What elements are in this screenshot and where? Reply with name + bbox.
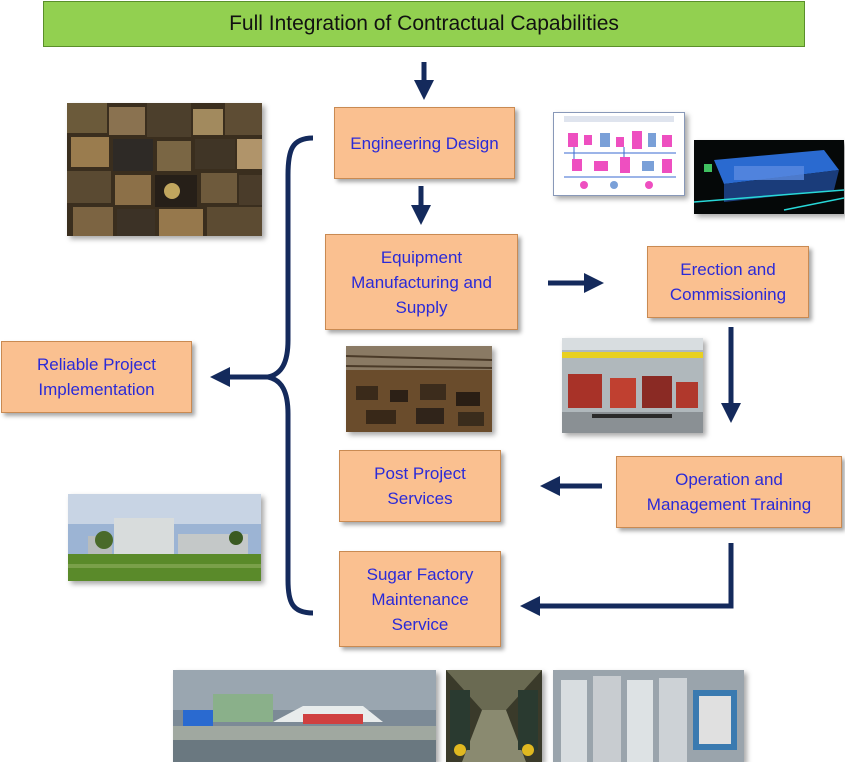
factory-corridor-photo [446, 670, 542, 762]
process-flow-schematic [553, 112, 685, 196]
engineering-design-box: Engineering Design [334, 107, 515, 179]
maintenance-service-box: Sugar Factory Maintenance Service [339, 551, 501, 647]
equipment-manufacturing-box: Equipment Manufacturing and Supply [325, 234, 518, 330]
arrow-operation-to-maintenance [520, 543, 734, 616]
post-project-services-box: Post Project Services [339, 450, 501, 522]
steel-tanks-photo [553, 670, 744, 762]
3d-plant-model-render [694, 140, 844, 214]
sugar-factory-exterior-photo [68, 494, 261, 581]
plant-aerial-view-photo [173, 670, 436, 762]
manufacturing-workshop-photo [346, 346, 492, 432]
operation-training-box: Operation and Management Training [616, 456, 842, 528]
bracket-brace [267, 135, 314, 616]
diagram-title: Full Integration of Contractual Capabili… [43, 1, 805, 47]
erection-commissioning-box: Erection and Commissioning [647, 246, 809, 318]
industrial-collage-photo [67, 103, 262, 236]
factory-interior-crane-photo [562, 338, 703, 433]
reliable-implementation-box: Reliable Project Implementation [1, 341, 192, 413]
